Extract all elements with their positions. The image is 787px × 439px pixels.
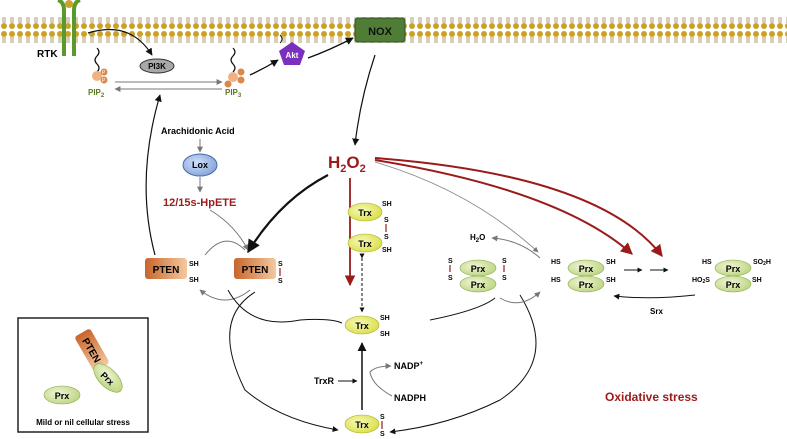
oxidative-stress-label: Oxidative stress (605, 390, 698, 404)
hpete-to-pten-arrow (209, 209, 249, 251)
pip2-molecule: P P (92, 47, 108, 84)
svg-text:PTEN: PTEN (242, 265, 269, 276)
svg-text:S: S (502, 275, 507, 282)
svg-text:Prx: Prx (471, 280, 486, 290)
legend-prx-tilted: Prx (93, 363, 123, 393)
trx-to-prx-link (429, 297, 496, 321)
pi3k-enzyme (139, 58, 175, 74)
svg-text:P: P (102, 78, 106, 84)
pten-oxidized: PTEN S S (234, 258, 283, 285)
nox-label: NOX (368, 26, 393, 38)
svg-text:S: S (278, 278, 283, 285)
pten-to-trx-arrow (229, 291, 339, 433)
svg-text:Trx: Trx (358, 208, 372, 218)
svg-text:S: S (380, 414, 385, 421)
legend-box (17, 317, 149, 433)
h2o-label: H2O (470, 233, 485, 244)
svg-text:HO2S: HO2S (692, 277, 710, 285)
svg-text:HS: HS (551, 277, 561, 284)
svg-text:P: P (102, 70, 106, 76)
svg-text:SH: SH (380, 331, 390, 338)
svg-text:Trx: Trx (355, 321, 369, 331)
pten-cycle-bottom-arrow (199, 289, 251, 301)
svg-text:Prx: Prx (726, 264, 741, 274)
svg-text:Prx: Prx (471, 264, 486, 274)
prx-h2o-arrow (491, 235, 541, 259)
rtk-receptor (57, 0, 81, 56)
svg-text:S: S (448, 258, 453, 265)
trx-oxidized-bottom: Trx S S (344, 414, 385, 438)
pten-reduced: PTEN SH SH (145, 258, 199, 284)
prx-hyperoxidized-dimer: HS HO2S Prx Prx SO2H SH (692, 259, 771, 293)
svg-text:SH: SH (380, 315, 390, 322)
srx-label: Srx (650, 307, 663, 316)
svg-text:SO2H: SO2H (753, 259, 771, 267)
trx-oxidized-top: Trx SH S S Trx SH (347, 201, 392, 254)
nox-to-h2o2-arrow (352, 54, 376, 146)
svg-text:SH: SH (189, 261, 199, 268)
svg-text:Prx: Prx (579, 280, 594, 290)
svg-text:SH: SH (606, 277, 616, 284)
prx-cycle-bottom-arrow (499, 291, 541, 304)
svg-text:HS: HS (702, 259, 712, 266)
h2o2-label: H2O2 (328, 153, 366, 175)
h2o2-overoxidation-arrow-1 (374, 159, 633, 255)
svg-text:Prx: Prx (55, 391, 70, 401)
svg-text:SH: SH (189, 277, 199, 284)
srx-repair-arrow (613, 293, 696, 300)
trx-to-pten-link (227, 289, 343, 324)
hpete-label: 12/15s-HpETE (163, 197, 236, 209)
akt-label: Akt (286, 51, 299, 60)
rtk-label: RTK (37, 49, 58, 60)
h2o2-to-pten-arrow (247, 174, 329, 254)
nadph-to-nadp-arrow (369, 363, 393, 397)
legend-prx: Prx (43, 385, 81, 405)
pten-to-pip2-arrow (145, 94, 162, 256)
arachidonic-acid-label: Arachidonic Acid (161, 126, 235, 136)
lox-enzyme (182, 153, 218, 177)
svg-text:SH: SH (382, 201, 392, 208)
svg-text:S: S (278, 261, 283, 268)
prx-reduced-dimer: HS HS Prx Prx SH SH (551, 259, 616, 293)
trx-reduced: Trx SH SH (344, 315, 390, 338)
pip2-label: PIP2 (88, 88, 105, 99)
akt-kinase (279, 34, 305, 65)
akt-to-nox-arrow (307, 37, 354, 59)
h2o2-to-prx-arrow (374, 161, 539, 253)
legend-caption: Mild or nil cellular stress (36, 418, 130, 427)
nadph-label: NADPH (394, 393, 426, 403)
svg-text:SH: SH (752, 277, 762, 284)
lox-label: Lox (192, 160, 208, 170)
svg-text:HS: HS (551, 259, 561, 266)
trxr-label: TrxR (314, 376, 335, 386)
svg-text:SH: SH (606, 259, 616, 266)
pip3-to-akt-arrow (249, 59, 279, 76)
svg-text:S: S (502, 258, 507, 265)
prx-oxidized-dimer: S S Prx Prx S S (448, 258, 507, 293)
h2o2-overoxidation-arrow-2 (374, 157, 663, 257)
svg-text:Prx: Prx (726, 280, 741, 290)
svg-text:SH: SH (382, 247, 392, 254)
rtk-to-pi3k-arrow (87, 28, 153, 56)
nadp-label: NADP+ (394, 361, 424, 371)
svg-text:Trx: Trx (355, 420, 369, 430)
svg-text:Trx: Trx (358, 239, 372, 249)
pten-cycle-top-arrow (204, 240, 246, 256)
svg-text:S: S (384, 234, 389, 241)
pip3-molecule (224, 47, 245, 88)
pip3-label: PIP3 (225, 88, 242, 99)
svg-text:S: S (384, 217, 389, 224)
svg-text:PTEN: PTEN (153, 265, 180, 276)
svg-text:S: S (448, 275, 453, 282)
svg-text:Prx: Prx (579, 264, 594, 274)
prx-to-trx-arrow (389, 294, 537, 435)
pi3k-label: PI3K (148, 62, 166, 71)
nox-enzyme (354, 17, 406, 43)
svg-text:S: S (380, 431, 385, 438)
